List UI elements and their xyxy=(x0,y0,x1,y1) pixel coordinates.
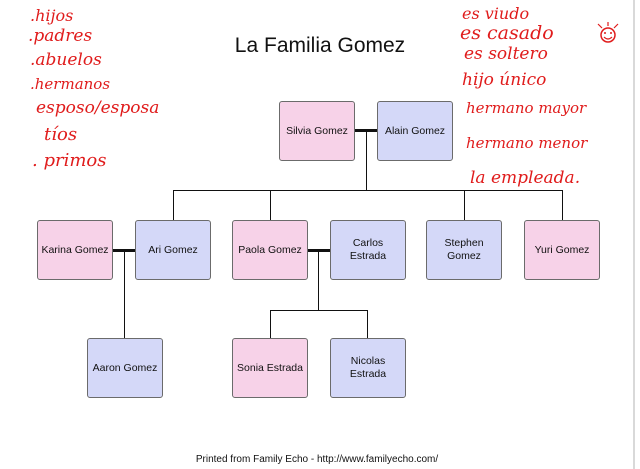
drop-line-paola xyxy=(270,190,271,220)
page-title: La Familia Gomez xyxy=(234,34,406,57)
note-es-casado: es casado xyxy=(460,22,554,44)
note-hermano-menor: hermano menor xyxy=(466,134,588,152)
note-es-soltero: es soltero xyxy=(464,44,548,64)
sibling-bar-estrada xyxy=(270,310,368,311)
note-la-empleada: la empleada. xyxy=(470,168,581,188)
person-alain-gomez[interactable]: Alain Gomez xyxy=(377,101,453,161)
person-carlos-estrada[interactable]: Carlos Estrada xyxy=(330,220,406,280)
note-padres: .padres xyxy=(28,26,93,46)
person-nicolas-estrada[interactable]: Nicolas Estrada xyxy=(330,338,406,398)
sibling-bar-children xyxy=(173,190,563,191)
note-primos: . primos xyxy=(32,150,107,171)
drop-line-stephen xyxy=(464,190,465,220)
drop-line-ari xyxy=(173,190,174,220)
person-aaron-gomez[interactable]: Aaron Gomez xyxy=(87,338,163,398)
person-sonia-estrada[interactable]: Sonia Estrada xyxy=(232,338,308,398)
descent-line-estrada xyxy=(318,251,319,310)
person-silvia-gomez[interactable]: Silvia Gomez xyxy=(279,101,355,161)
person-ari-gomez[interactable]: Ari Gomez xyxy=(135,220,211,280)
couple-line-karina-ari xyxy=(113,249,135,252)
person-yuri-gomez[interactable]: Yuri Gomez xyxy=(524,220,600,280)
drop-line-yuri xyxy=(562,190,563,220)
note-hermano-mayor: hermano mayor xyxy=(466,99,587,117)
note-hijos: .hijos xyxy=(30,6,74,25)
person-paola-gomez[interactable]: Paola Gomez xyxy=(232,220,308,280)
couple-line-paola-carlos xyxy=(308,249,330,252)
note-es-viudo: es viudo xyxy=(462,4,530,23)
drop-line-nicolas xyxy=(367,310,368,338)
note-hijo-unico: hijo único xyxy=(462,70,547,90)
person-karina-gomez[interactable]: Karina Gomez xyxy=(37,220,113,280)
note-esposo-esposa: esposo/esposa xyxy=(36,98,160,118)
drop-line-sonia xyxy=(270,310,271,338)
page-footer: Printed from Family Echo - http://www.fa… xyxy=(195,454,439,465)
page-edge-divider xyxy=(633,0,635,469)
descent-line-aaron xyxy=(124,251,125,338)
note-abuelos: .abuelos xyxy=(30,50,102,70)
descent-line-grandparents xyxy=(366,131,367,190)
note-hermanos: .hermanos xyxy=(30,75,111,93)
note-tios: tíos xyxy=(44,124,78,145)
person-stephen-gomez[interactable]: Stephen Gomez xyxy=(426,220,502,280)
couple-line-grandparents xyxy=(354,129,378,132)
